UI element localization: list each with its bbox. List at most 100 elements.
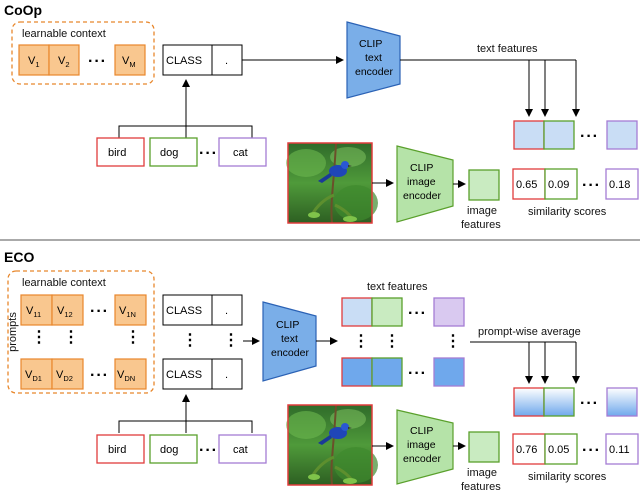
svg-text:.: .	[225, 369, 228, 381]
eco-text-feature-row-1: ···	[341, 297, 465, 327]
svg-text:VDN: VDN	[117, 369, 135, 383]
svg-text:image: image	[407, 176, 436, 188]
eco-averaged-feature-vectors: ···	[513, 387, 638, 417]
eco-token-v12: V12	[51, 294, 84, 326]
eco-token-vdn: VDN	[114, 358, 147, 390]
coop-similarity-scores: 0.65 0.09 ··· 0.18	[512, 168, 639, 200]
eco-vdots-2: ⋮	[63, 329, 80, 346]
coop-class-dog: dog	[149, 137, 198, 167]
svg-text:encoder: encoder	[271, 347, 309, 359]
coop-text-features-label: text features	[477, 43, 538, 55]
svg-text:VD1: VD1	[25, 369, 42, 383]
eco-row1-ellipsis: ···	[90, 303, 109, 320]
svg-text:···: ···	[408, 305, 427, 322]
eco-class-vdots-2: ⋮	[223, 332, 240, 349]
coop-class-ellipsis: ···	[199, 145, 218, 162]
eco-image-features-label-1: image	[467, 467, 497, 479]
coop-class-bracket	[118, 125, 253, 138]
svg-text:dog: dog	[160, 444, 178, 456]
eco-class-ellipsis: ···	[199, 442, 218, 459]
svg-text:V1: V1	[28, 55, 40, 69]
svg-text:0.65: 0.65	[516, 179, 537, 191]
svg-text:cat: cat	[233, 444, 248, 456]
svg-text:V11: V11	[26, 305, 41, 319]
eco-prompt-wise-average-label: prompt-wise average	[478, 326, 581, 338]
eco-image-encoder: CLIP image encoder	[396, 409, 454, 485]
eco-title: ECO	[4, 249, 34, 265]
eco-image-feature-vector	[468, 431, 500, 463]
svg-text:image: image	[407, 439, 436, 451]
eco-vdots-1: ⋮	[31, 329, 48, 346]
svg-text:VM: VM	[122, 55, 136, 69]
eco-class-token-1: CLASS .	[162, 294, 243, 326]
coop-text-feature-vectors: ···	[513, 120, 638, 150]
coop-token-vm: VM	[114, 44, 146, 76]
eco-feat-vdots-2: ⋮	[384, 333, 401, 350]
eco-class-bird: bird	[96, 434, 145, 464]
coop-class-cat: cat	[218, 137, 267, 167]
coop-image-feature-vector	[468, 169, 500, 201]
eco-context-group	[7, 270, 155, 394]
eco-similarity-scores: 0.76 0.05 ··· 0.11	[512, 433, 639, 465]
eco-class-vdots-1: ⋮	[182, 332, 199, 349]
svg-text:encoder: encoder	[403, 190, 441, 202]
eco-class-cat: cat	[218, 434, 267, 464]
eco-token-v11: V11	[20, 294, 53, 326]
svg-text:V2: V2	[58, 55, 70, 69]
svg-text:0.09: 0.09	[548, 179, 569, 191]
svg-text:···: ···	[408, 365, 427, 382]
svg-text:.: .	[225, 55, 228, 67]
svg-text:.: .	[225, 305, 228, 317]
svg-text:dog: dog	[160, 147, 178, 159]
coop-learnable-context-label: learnable context	[22, 28, 106, 40]
coop-token-ellipsis: ···	[88, 53, 107, 70]
eco-learnable-context-label: learnable context	[22, 277, 106, 289]
svg-text:···: ···	[580, 128, 599, 145]
coop-period-token: .	[211, 44, 243, 76]
eco-feat-vdots-3: ⋮	[445, 333, 462, 350]
coop-text-encoder: CLIP text encoder	[346, 21, 401, 99]
svg-text:0.18: 0.18	[609, 179, 630, 191]
svg-text:0.76: 0.76	[516, 444, 537, 456]
coop-title: CoOp	[4, 2, 42, 18]
svg-text:text: text	[281, 333, 298, 345]
eco-similarity-scores-label: similarity scores	[528, 471, 607, 483]
eco-class-dog: dog	[149, 434, 198, 464]
svg-text:CLIP: CLIP	[359, 38, 382, 50]
eco-text-features-label: text features	[367, 281, 428, 293]
svg-text:0.11: 0.11	[609, 444, 630, 456]
svg-text:bird: bird	[108, 444, 126, 456]
eco-token-vd2: VD2	[51, 358, 84, 390]
svg-text:CLASS: CLASS	[166, 369, 202, 381]
eco-text-encoder: CLIP text encoder	[262, 301, 317, 382]
coop-image-encoder: CLIP image encoder	[396, 145, 454, 223]
svg-text:0.05: 0.05	[548, 444, 569, 456]
eco-row2-ellipsis: ···	[90, 367, 109, 384]
eco-bird-image	[284, 403, 380, 487]
svg-text:···: ···	[580, 395, 599, 412]
svg-text:···: ···	[582, 177, 601, 194]
svg-text:CLASS: CLASS	[166, 55, 202, 67]
eco-token-vd1: VD1	[20, 358, 53, 390]
coop-context-group	[11, 21, 155, 85]
eco-prompts-label: prompts	[7, 312, 19, 352]
eco-image-features-label-2: features	[461, 481, 501, 493]
coop-class-bird: bird	[96, 137, 145, 167]
svg-text:CLASS: CLASS	[166, 305, 202, 317]
coop-similarity-scores-label: similarity scores	[528, 206, 607, 218]
svg-text:V12: V12	[57, 305, 73, 319]
svg-text:V1N: V1N	[119, 305, 136, 319]
svg-text:encoder: encoder	[403, 453, 441, 465]
svg-text:CLIP: CLIP	[410, 162, 433, 174]
svg-text:CLIP: CLIP	[276, 319, 299, 331]
svg-text:···: ···	[582, 442, 601, 459]
svg-text:encoder: encoder	[355, 66, 393, 78]
eco-token-v1n: V1N	[114, 294, 147, 326]
coop-image-features-label-2: features	[461, 219, 501, 231]
coop-bird-image	[284, 141, 380, 225]
eco-class-bracket	[118, 420, 253, 433]
coop-token-v2: V2	[48, 44, 80, 76]
svg-text:CLIP: CLIP	[410, 425, 433, 437]
eco-class-token-2: CLASS .	[162, 358, 243, 390]
